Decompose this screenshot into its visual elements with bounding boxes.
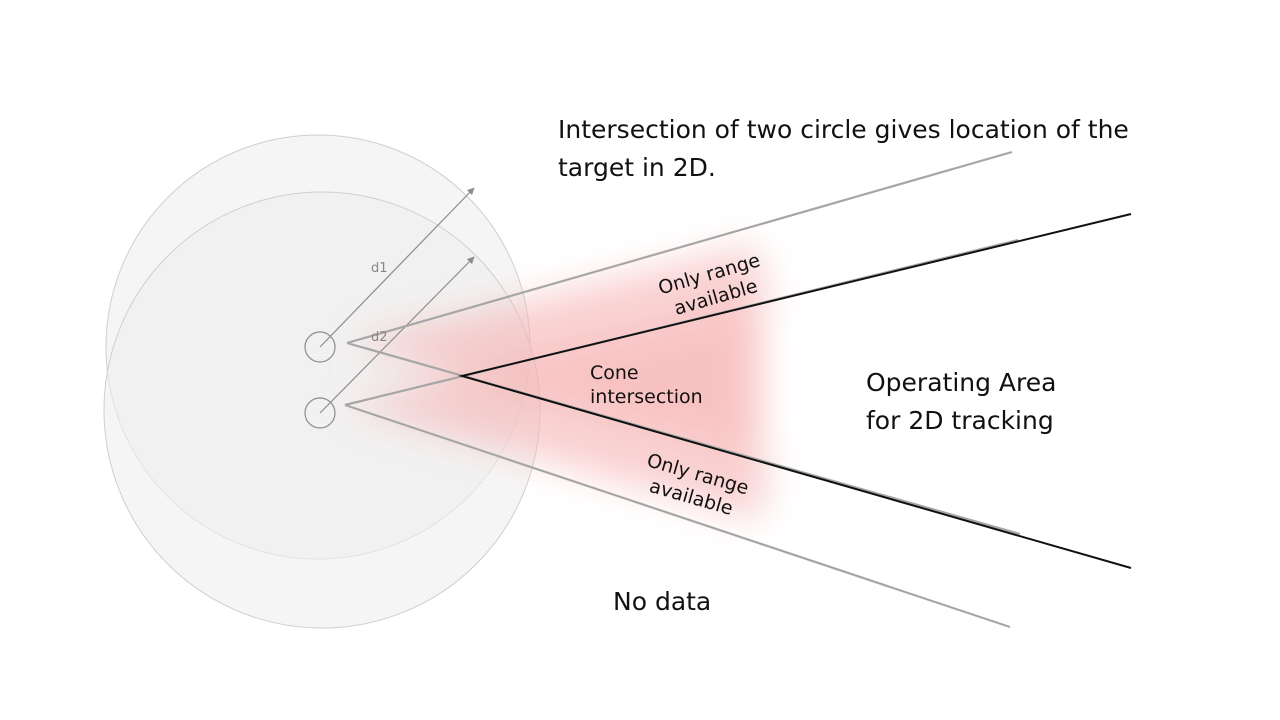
glow-bottom-band — [345, 376, 770, 520]
label-no-data: No data — [613, 587, 711, 616]
sensor-2 — [304, 397, 336, 429]
glow-regions — [345, 245, 770, 520]
cone2-lower-edge — [344, 403, 1011, 629]
cone1-lower-edge — [346, 341, 1021, 536]
label-cone-line-1: Cone — [590, 362, 639, 384]
label-cone-line-2: intersection — [590, 386, 703, 408]
radius-arrow-d1 — [319, 187, 475, 348]
operating-area-boundary — [458, 213, 1132, 569]
sensor-1 — [304, 331, 336, 363]
label-operating-area-line-1: Operating Area — [866, 368, 1056, 397]
caption-line-2: target in 2D. — [558, 153, 716, 182]
cone1-upper-edge — [346, 150, 1013, 345]
glow-top-band — [350, 245, 770, 376]
label-d1: d1 — [371, 261, 388, 276]
caption-line-1: Intersection of two circle gives locatio… — [558, 115, 1129, 144]
glow-cone-intersection — [462, 300, 760, 455]
radius-arrow-d2 — [319, 256, 475, 414]
label-d2: d2 — [371, 330, 388, 345]
label-operating-area-line-2: for 2D tracking — [866, 406, 1054, 435]
